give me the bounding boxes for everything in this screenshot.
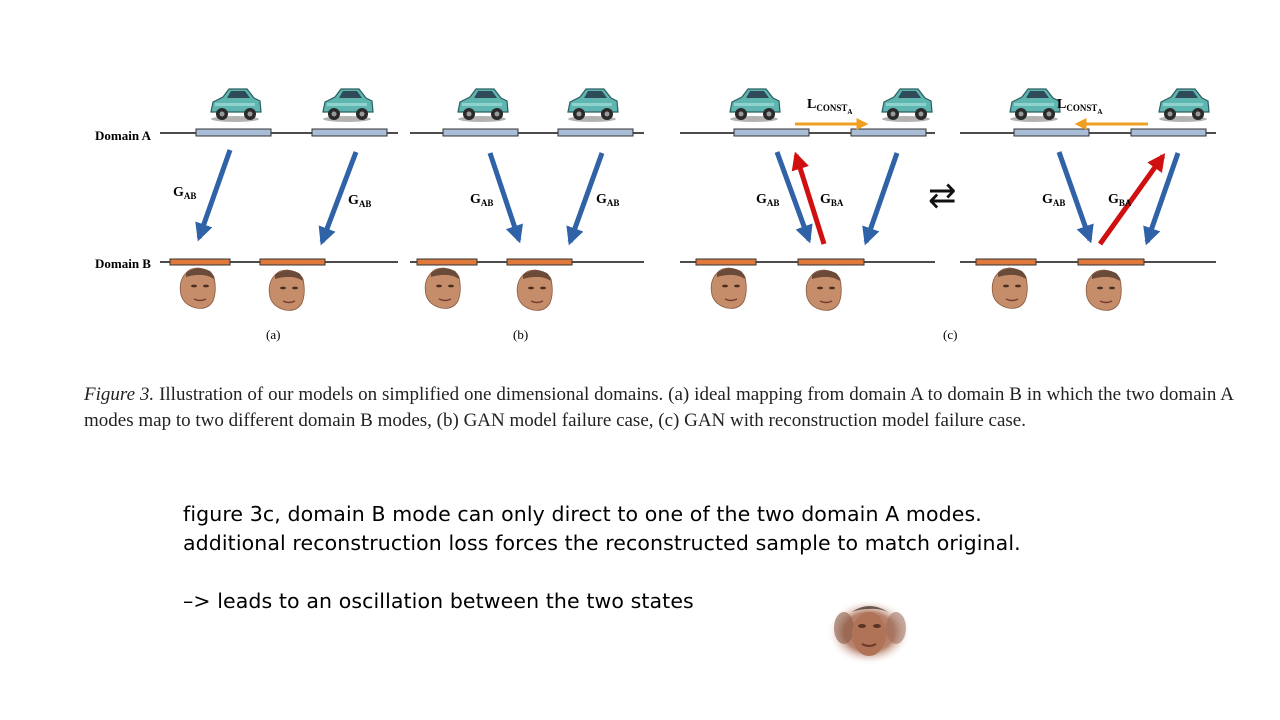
domain-a-mode-bar [1013,128,1090,137]
domain-a-mode-bar [442,128,519,137]
gab-arrow [318,151,359,246]
slide-notes: figure 3c, domain B mode can only direct… [183,500,1021,616]
gab-label: GAB [348,193,371,209]
domain-b-mode-bar [259,258,326,266]
domain-b-mode-bar [695,258,757,266]
gba-label: GBA [1108,192,1132,208]
gba-label: GBA [820,192,844,208]
panel-a: Domain A GAB GAB Domain B (a) [95,88,398,342]
gab-label: GAB [470,192,493,208]
domain-b-mode-bar [169,258,231,266]
domain-a-mode-bar [195,128,272,137]
gba-arrow [1097,153,1166,246]
suv-car-icon [729,88,781,123]
suv-car-icon [567,88,619,123]
domain-b-mode-bar [416,258,478,266]
domain-a-mode-bar [1130,128,1207,137]
face-icon [268,269,305,312]
suv-car-icon [1009,88,1061,123]
gab-arrow [195,149,233,242]
domain-b-mode-bar [975,258,1037,266]
panel-b: GAB GAB (b) [410,88,644,342]
panel-a-label: (a) [266,327,280,342]
domain-b-mode-bar [1077,258,1145,266]
gab-label: GAB [596,192,619,208]
face-icon [424,267,461,310]
suv-car-icon [881,88,933,123]
domain-b-label: Domain B [95,256,151,271]
face-icon [710,267,747,310]
figure-caption: Figure 3. Illustration of our models on … [84,382,1234,434]
gab-arrow [774,151,813,244]
caption-text: Illustration of our models on simplified… [84,384,1234,431]
gab-label: GAB [173,185,196,201]
suv-car-icon [210,88,262,123]
gab-label: GAB [1042,192,1065,208]
panel-b-label: (b) [513,327,528,342]
domain-a-mode-bar [557,128,634,137]
gab-label: GAB [756,192,779,208]
face-icon [516,269,553,312]
panel-c-state-2: LCONSTA GAB GBA [960,88,1216,312]
note-line: figure 3c, domain B mode can only direct… [183,502,982,526]
gab-arrow [487,152,523,244]
suv-car-icon [457,88,509,123]
face-icon [1085,269,1122,312]
panel-c-state-1: LCONSTA GAB GBA [680,88,935,312]
figure-label: Figure 3. [84,384,155,405]
lconst-label: LCONSTA [807,97,852,116]
domain-b-mode-bar [797,258,865,266]
domain-b-mode-bar [506,258,573,266]
switch-arrows-icon: ⇄ [928,178,957,215]
figure-3: Domain A GAB GAB Domain B (a) [95,88,1216,342]
domain-a-mode-bar [850,128,927,137]
face-thumbnail-image [827,599,911,665]
gab-arrow [1143,152,1181,246]
gab-arrow [1056,151,1094,244]
suv-car-icon [322,88,374,123]
face-icon [991,267,1028,310]
panel-c-label: (c) [943,327,957,342]
gab-arrow [566,152,605,246]
gba-arrow [791,151,827,245]
face-icon [805,269,842,312]
domain-a-label: Domain A [95,128,152,143]
face-icon [179,267,216,310]
gab-arrow [862,152,900,246]
lconst-label: LCONSTA [1057,97,1102,116]
suv-car-icon [1158,88,1210,123]
domain-a-mode-bar [733,128,810,137]
domain-a-mode-bar [311,128,388,137]
note-line: –> leads to an oscillation between the t… [183,589,694,613]
note-line: additional reconstruction loss forces th… [183,531,1021,555]
